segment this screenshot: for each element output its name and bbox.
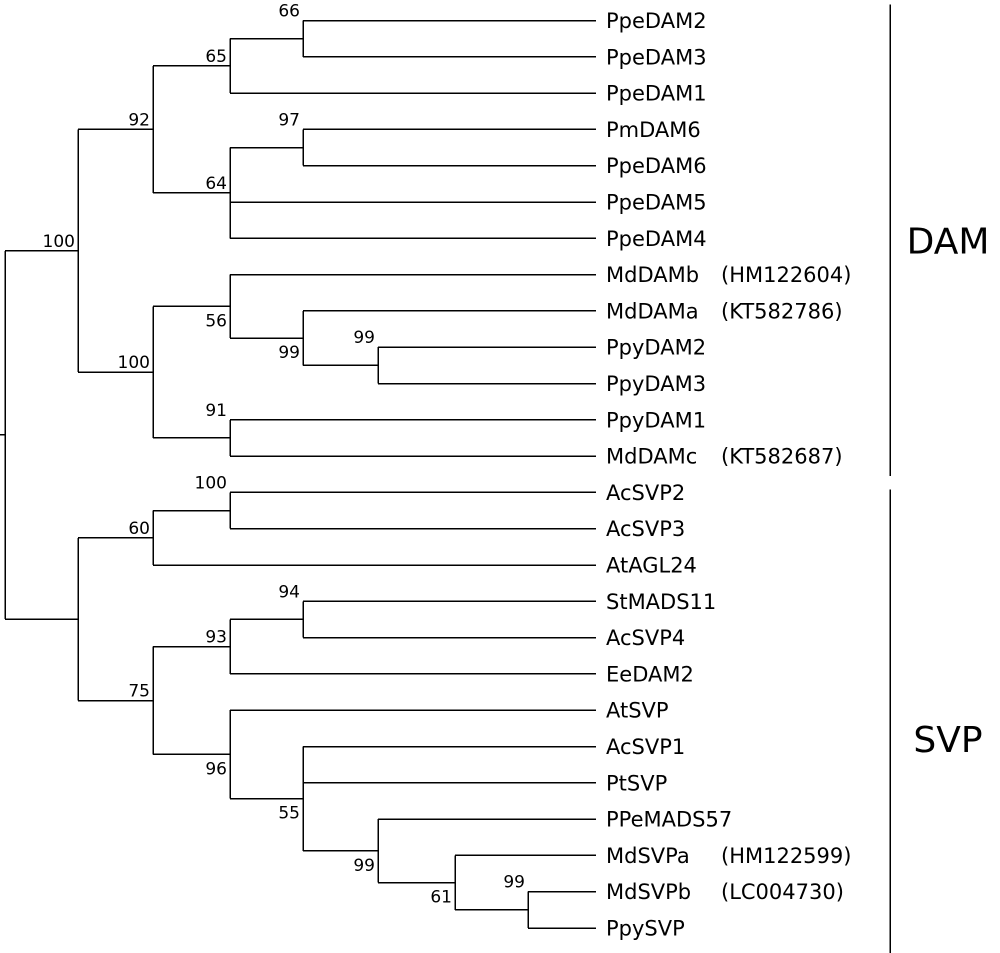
bootstrap-value: 60 <box>128 519 150 539</box>
bootstrap-value: 94 <box>278 582 300 602</box>
bootstrap-value: 75 <box>128 682 150 702</box>
taxon-label: PpeDAM6 <box>606 154 707 178</box>
taxon-label: EeDAM2 <box>606 662 694 686</box>
bootstrap-value: 66 <box>278 2 300 22</box>
bootstrap-value: 96 <box>205 759 227 779</box>
accession-label: (HM122604) <box>721 263 851 287</box>
bootstrap-value: 61 <box>430 888 452 908</box>
taxon-label: AcSVP4 <box>606 626 685 650</box>
bootstrap-value: 55 <box>278 804 300 824</box>
bootstrap-value: 99 <box>353 856 375 876</box>
bootstrap-value: 100 <box>43 232 75 252</box>
accession-label: (HM122599) <box>721 844 851 868</box>
taxon-label: MdDAMc <box>606 445 697 469</box>
bootstrap-value: 92 <box>128 110 150 130</box>
taxon-label: PpeDAM4 <box>606 227 707 251</box>
accession-label: (LC004730) <box>721 880 844 904</box>
taxon-label: AcSVP1 <box>606 735 685 759</box>
taxon-label: AcSVP3 <box>606 517 685 541</box>
bootstrap-value: 100 <box>195 473 227 493</box>
bootstrap-value: 65 <box>205 47 227 67</box>
taxon-label: MdDAMa <box>606 299 699 323</box>
bootstrap-value: 56 <box>205 311 227 331</box>
taxon-label: MdSVPb <box>606 880 691 904</box>
accession-label: (KT582786) <box>721 299 843 323</box>
taxon-label: PpeDAM2 <box>606 9 707 33</box>
taxon-label: PpeDAM5 <box>606 191 707 215</box>
taxon-label: PtSVP <box>606 771 667 795</box>
bootstrap-value: 99 <box>503 873 525 893</box>
bootstrap-value: 100 <box>118 353 150 373</box>
bootstrap-value: 99 <box>353 328 375 348</box>
taxon-label: MdDAMb <box>606 263 699 287</box>
clade-label: SVP <box>913 720 982 761</box>
bootstrap-value: 91 <box>205 401 227 421</box>
taxon-label: PpyDAM2 <box>606 336 706 360</box>
taxon-label: AtSVP <box>606 699 669 723</box>
taxon-label: StMADS11 <box>606 590 716 614</box>
taxon-label: PPeMADS57 <box>606 808 732 832</box>
bootstrap-value: 93 <box>205 628 227 648</box>
taxon-label: PpyDAM3 <box>606 372 706 396</box>
bootstrap-value: 64 <box>205 174 227 194</box>
taxon-label: PpyDAM1 <box>606 408 706 432</box>
accession-label: (KT582687) <box>721 445 843 469</box>
taxon-label: PpeDAM1 <box>606 82 707 106</box>
clade-label: DAM <box>907 221 990 262</box>
bootstrap-value: 97 <box>278 110 300 130</box>
bootstrap-value: 99 <box>278 343 300 363</box>
taxon-label: PmDAM6 <box>606 118 701 142</box>
taxon-label: MdSVPa <box>606 844 690 868</box>
taxon-label: AtAGL24 <box>606 554 697 578</box>
taxon-label: PpySVP <box>606 917 685 941</box>
taxon-label: PpeDAM3 <box>606 45 707 69</box>
taxon-label: AcSVP2 <box>606 481 685 505</box>
